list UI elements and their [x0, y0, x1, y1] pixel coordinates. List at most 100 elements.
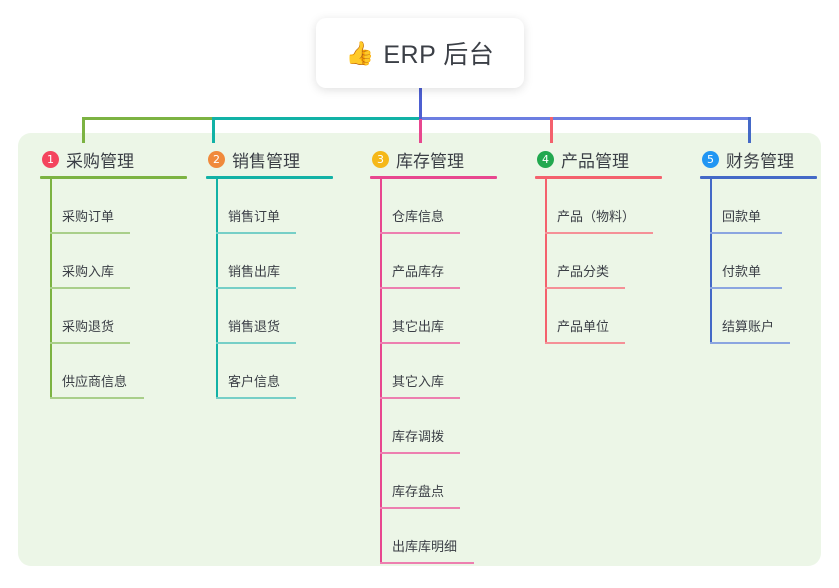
- branch-item[interactable]: 销售退货: [206, 289, 336, 344]
- branch-item-label: 结算账户: [722, 319, 775, 334]
- branch-header-3[interactable]: 3 库存管理: [370, 146, 500, 172]
- branch-item-rule: [216, 397, 296, 399]
- branch-item-rule: [710, 342, 790, 344]
- branch-item[interactable]: 销售出库: [206, 234, 336, 289]
- branch-item[interactable]: 采购入库: [40, 234, 190, 289]
- branch-item-label: 仓库信息: [392, 209, 445, 224]
- branch-header-rule: [370, 176, 497, 179]
- branch-title: 库存管理: [396, 151, 464, 171]
- branch-index-badge: 3: [372, 150, 389, 168]
- branch-item-label: 付款单: [722, 264, 762, 279]
- branch-item-label: 回款单: [722, 209, 762, 224]
- branch-item[interactable]: 库存盘点: [370, 454, 500, 509]
- branch-item[interactable]: 出库库明细: [370, 509, 500, 564]
- branch-item-rule: [380, 452, 460, 454]
- branch-items: 采购订单采购入库采购退货供应商信息: [40, 179, 190, 399]
- branch-item-rule: [50, 232, 130, 234]
- branch-item-label: 采购订单: [62, 209, 115, 224]
- branch-item-rule: [380, 287, 460, 289]
- page-title: ERP 后台: [383, 41, 495, 69]
- branch-item[interactable]: 采购订单: [40, 179, 190, 234]
- branch-item-rule: [216, 342, 296, 344]
- branch-item[interactable]: 产品分类: [535, 234, 665, 289]
- branch-header-2[interactable]: 2 销售管理: [206, 146, 336, 172]
- branch-spine: [216, 179, 218, 399]
- branch-header-rule: [206, 176, 333, 179]
- drop-line-5: [748, 117, 751, 143]
- branch-item-label: 其它出库: [392, 319, 445, 334]
- branch-item[interactable]: 销售订单: [206, 179, 336, 234]
- bus-segment-teal: [212, 117, 420, 120]
- branch-item-rule: [216, 232, 296, 234]
- branch-item[interactable]: 产品库存: [370, 234, 500, 289]
- branch-item-rule: [380, 397, 460, 399]
- branch-item[interactable]: 供应商信息: [40, 344, 190, 399]
- branch-index-badge: 4: [537, 150, 554, 168]
- branch-spine: [545, 179, 547, 344]
- root-node[interactable]: 👍 ERP 后台: [316, 18, 524, 88]
- branch-item-label: 产品分类: [557, 264, 610, 279]
- branch-item[interactable]: 采购退货: [40, 289, 190, 344]
- branch-item-label: 采购退货: [62, 319, 115, 334]
- branch-item[interactable]: 其它入库: [370, 344, 500, 399]
- branch-item[interactable]: 仓库信息: [370, 179, 500, 234]
- branch-item[interactable]: 产品（物料）: [535, 179, 665, 234]
- branch-item-rule: [380, 507, 460, 509]
- branch-title: 销售管理: [232, 151, 300, 171]
- branch-item-label: 出库库明细: [392, 539, 458, 554]
- branch-spine: [50, 179, 52, 399]
- root-node-content: 👍 ERP 后台: [346, 35, 495, 71]
- branch-item-label: 销售出库: [228, 264, 281, 279]
- branch-item-rule: [50, 397, 144, 399]
- branch-item-label: 供应商信息: [62, 374, 128, 389]
- bus-segment-green: [82, 117, 213, 120]
- branch-item-label: 库存盘点: [392, 484, 445, 499]
- branch-item-label: 产品（物料）: [557, 209, 636, 224]
- branch-item-rule: [710, 287, 782, 289]
- branch-item-rule: [710, 232, 782, 234]
- branch-item[interactable]: 结算账户: [700, 289, 820, 344]
- branch-item[interactable]: 付款单: [700, 234, 820, 289]
- diagram-panel: [18, 133, 821, 566]
- branch-items: 回款单付款单结算账户: [700, 179, 820, 344]
- drop-line-1: [82, 117, 85, 143]
- drop-line-2: [212, 117, 215, 143]
- bus-segment-blue: [419, 117, 749, 120]
- branch-item[interactable]: 库存调拨: [370, 399, 500, 454]
- branch-index-badge: 2: [208, 150, 225, 168]
- branch-items: 仓库信息产品库存其它出库其它入库库存调拨库存盘点出库库明细: [370, 179, 500, 564]
- branch-item-rule: [216, 287, 296, 289]
- branch-item-label: 产品单位: [557, 319, 610, 334]
- branch-item[interactable]: 回款单: [700, 179, 820, 234]
- branch-item-label: 库存调拨: [392, 429, 445, 444]
- branch-item-label: 产品库存: [392, 264, 445, 279]
- branch-item-rule: [50, 342, 130, 344]
- branch-item-label: 采购入库: [62, 264, 115, 279]
- branch-item[interactable]: 其它出库: [370, 289, 500, 344]
- branch-item-rule: [380, 562, 474, 564]
- branch-spine: [710, 179, 712, 344]
- thumbs-up-icon: 👍: [345, 39, 375, 66]
- branch-item-rule: [545, 342, 625, 344]
- branch-item-rule: [545, 287, 625, 289]
- branch-item[interactable]: 客户信息: [206, 344, 336, 399]
- root-trunk-line: [419, 88, 422, 119]
- branch-header-rule: [700, 176, 817, 179]
- branch-header-rule: [535, 176, 662, 179]
- branch-spine: [380, 179, 382, 564]
- branch-column-2: 2 销售管理销售订单销售出库销售退货客户信息: [206, 146, 336, 399]
- branch-header-rule: [40, 176, 187, 179]
- branch-item[interactable]: 产品单位: [535, 289, 665, 344]
- branch-items: 产品（物料） 产品分类产品单位: [535, 179, 665, 344]
- branch-item-rule: [380, 232, 460, 234]
- branch-item-label: 销售订单: [228, 209, 281, 224]
- branch-title: 采购管理: [66, 151, 134, 171]
- branch-item-rule: [545, 232, 653, 234]
- branch-index-badge: 5: [702, 150, 719, 168]
